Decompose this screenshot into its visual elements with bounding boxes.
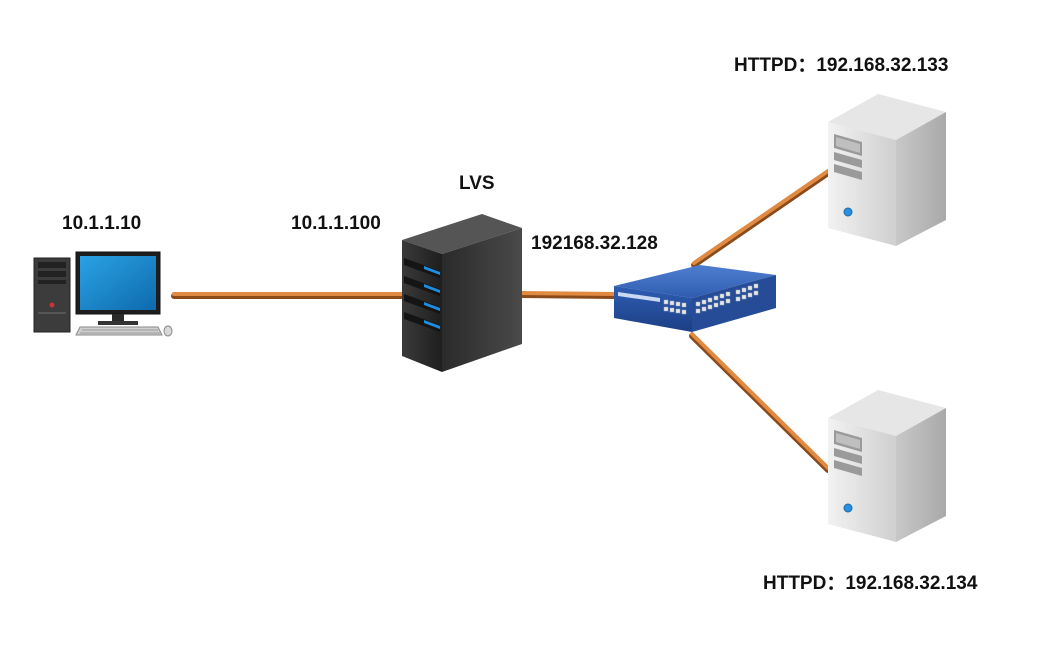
lvs-dip-label: 192168.32.128 [531,233,658,254]
link-client-lvs [171,292,405,299]
tower-server-icon-web2 [828,390,946,542]
web1-label: HTTPD：192.168.32.133 [734,55,949,76]
link-switch-web1 [691,169,831,268]
lvs-vip-label: 10.1.1.100 [291,213,381,234]
drive-bays [404,258,440,332]
link-lvs-switch [517,291,619,299]
links [171,169,831,473]
tower-server-icon-web1 [828,94,946,246]
desktop-pc-icon [33,251,173,337]
lvs-label: LVS [459,173,495,194]
network-switch-icon [614,265,776,332]
client-ip-label: 10.1.1.10 [62,213,142,234]
rack-server-icon [402,214,522,372]
web2-label: HTTPD：192.168.32.134 [763,573,978,594]
link-switch-web2 [689,332,831,473]
switch-ports [663,283,759,315]
